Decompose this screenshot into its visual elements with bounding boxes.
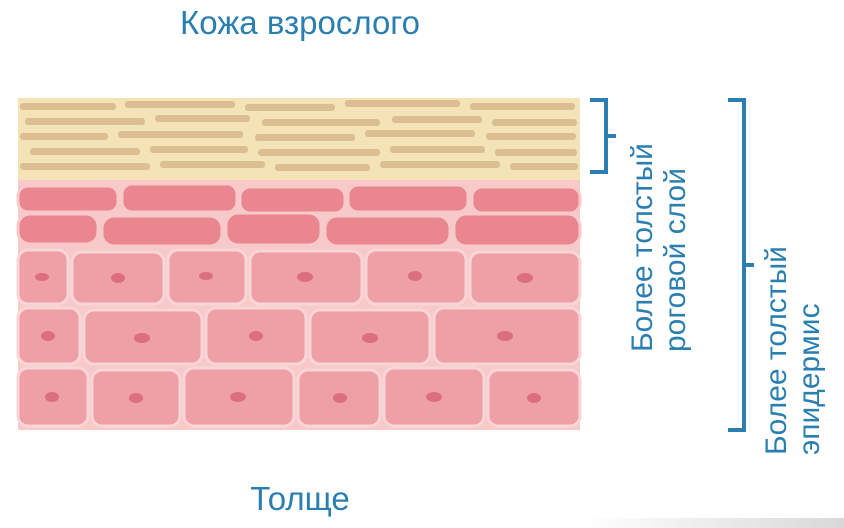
stratum-corneum-label-line2: роговой слой	[659, 143, 692, 352]
stratum-corneum-label-line1: Более толстый	[626, 143, 659, 352]
epidermis-label-line2: эпидермис	[793, 246, 826, 455]
video-overlay-edge	[584, 518, 844, 528]
epidermis-bracket	[728, 100, 754, 430]
stratum-corneum-label: Более толстый роговой слой	[626, 143, 692, 352]
epidermis-label: Более толстый эпидермис	[760, 246, 826, 455]
epidermis-label-line1: Более толстый	[760, 246, 793, 455]
thickness-caption: Толще	[0, 480, 600, 518]
stratum-corneum-bracket	[590, 100, 616, 172]
